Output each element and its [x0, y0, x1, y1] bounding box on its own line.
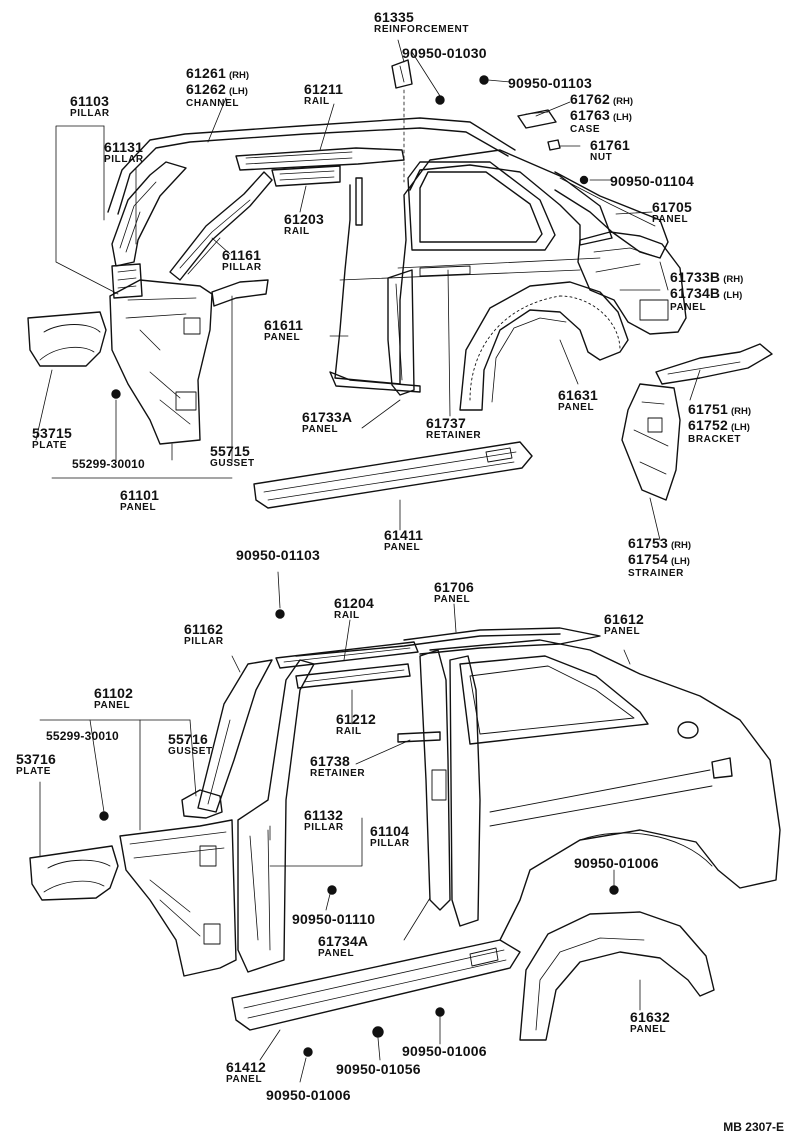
label-61761: 61761 NUT	[590, 137, 630, 163]
clip-90950-01103-top	[479, 75, 489, 85]
label-90950-01006-mid: 90950-01006	[402, 1043, 487, 1059]
wheel-house-61631	[459, 281, 629, 411]
clip-90950-01030	[435, 95, 445, 105]
rocker-61411	[253, 441, 533, 509]
front-pillar-61131	[111, 161, 187, 267]
label-61734A: 61734A PANEL	[318, 933, 369, 959]
label-61753-61754: 61753(RH) 61754(LH) STRAINER	[628, 535, 691, 579]
label-53716: 53716 PLATE	[16, 751, 56, 777]
label-90950-01006-right: 90950-01006	[574, 855, 659, 871]
clip-90950-01110	[327, 885, 337, 895]
label-61737: 61737 RETAINER	[426, 415, 482, 441]
label-61212: 61212 RAIL	[336, 711, 376, 737]
label-55299-30010-bot: 55299-30010	[46, 729, 119, 743]
clip-55299-30010-top	[111, 389, 121, 399]
label-61101: 61101 PANEL	[120, 487, 160, 513]
front-pillar-61162	[197, 659, 273, 813]
label-61738: 61738 RETAINER	[310, 753, 366, 779]
label-61631: 61631 PANEL	[558, 387, 598, 413]
label-61211: 61211 RAIL	[304, 81, 344, 107]
plate-53716	[29, 845, 119, 901]
wheel-house-61632	[519, 911, 715, 1041]
clip-90950-01006-right	[609, 885, 619, 895]
gusset-55715	[211, 279, 269, 307]
label-61162: 61162 PILLAR	[184, 621, 224, 647]
label-61733A: 61733A PANEL	[302, 409, 353, 435]
roof-panel-61706	[295, 627, 601, 657]
roof-channel-61261	[107, 117, 516, 215]
front-inner-panel-61101	[109, 263, 213, 445]
center-pillar-61104	[237, 659, 315, 973]
center-pillar-61161	[169, 171, 273, 281]
label-90950-01030: 90950-01030	[402, 45, 487, 61]
label-61632: 61632 PANEL	[630, 1009, 670, 1035]
label-55716: 55716 GUSSET	[168, 731, 213, 757]
label-61751-61752: 61751(RH) 61752(LH) BRACKET	[688, 401, 751, 445]
clip-55299-30010-bot	[99, 811, 109, 821]
label-61261-61262: 61261(RH) 61262(LH) CHANNEL	[186, 65, 249, 109]
label-90950-01056: 90950-01056	[336, 1061, 421, 1077]
clip-90950-01006-bot	[303, 1047, 313, 1057]
rocker-61412	[231, 939, 521, 1031]
label-90950-01104: 90950-01104	[610, 173, 694, 189]
rail-61203	[271, 165, 341, 187]
leader-lines	[35, 39, 701, 1083]
rail-61212	[295, 663, 411, 689]
clip-90950-01006-mid	[435, 1007, 445, 1017]
roof-rail-61204	[275, 641, 419, 669]
gusset-55716	[181, 789, 223, 819]
label-61102: 61102 PANEL	[94, 685, 134, 711]
label-90950-01103-bot: 90950-01103	[236, 547, 320, 563]
clip-90950-01056	[372, 1026, 384, 1038]
label-61161: 61161 PILLAR	[222, 247, 262, 273]
label-61611: 61611 PANEL	[264, 317, 304, 343]
clip-90950-01104	[579, 175, 589, 185]
label-53715: 53715 PLATE	[32, 425, 72, 451]
label-61762-61763: 61762(RH) 61763(LH) CASE	[570, 91, 633, 135]
front-inner-panel-61102	[119, 819, 237, 977]
label-55299-30010-top: 55299-30010	[72, 457, 145, 471]
bracket-61751	[655, 343, 773, 385]
plate-53715	[27, 311, 107, 367]
strainer-61753	[621, 383, 681, 501]
label-61706: 61706 PANEL	[434, 579, 474, 605]
label-61335: 61335 REINFORCEMENT	[374, 9, 470, 35]
rear-pillar-61734A	[419, 649, 481, 927]
label-61203: 61203 RAIL	[284, 211, 324, 237]
nut-61761	[547, 139, 561, 151]
label-61204: 61204 RAIL	[334, 595, 374, 621]
label-61132: 61132 PILLAR	[304, 807, 344, 833]
quarter-panel-61612	[429, 639, 781, 941]
case-61762	[517, 109, 557, 129]
label-61733B-61734B: 61733B(RH) 61734B(LH) PANEL	[670, 269, 744, 313]
label-61131: 61131 PILLAR	[104, 139, 144, 165]
roof-rail-61211	[235, 147, 405, 171]
label-61705: 61705 PANEL	[652, 199, 692, 225]
pillar-lower-61733A	[387, 265, 471, 396]
side-panel-61611	[329, 149, 613, 393]
retainer-61738	[397, 731, 441, 743]
diagram-reference-code: MB 2307-E	[723, 1120, 784, 1134]
label-90950-01103-top: 90950-01103	[508, 75, 592, 91]
label-61412: 61412 PANEL	[226, 1059, 266, 1085]
label-61411: 61411 PANEL	[384, 527, 424, 553]
label-61103: 61103 PILLAR	[70, 93, 110, 119]
label-61612: 61612 PANEL	[604, 611, 644, 637]
label-61104: 61104 PILLAR	[370, 823, 410, 849]
label-90950-01006-bot: 90950-01006	[266, 1087, 351, 1103]
label-55715: 55715 GUSSET	[210, 443, 255, 469]
rear-panel-61733B	[577, 231, 687, 335]
label-90950-01110: 90950-01110	[292, 911, 376, 927]
reinforcement-61335	[391, 59, 413, 183]
clip-90950-01103-bot	[275, 609, 285, 619]
